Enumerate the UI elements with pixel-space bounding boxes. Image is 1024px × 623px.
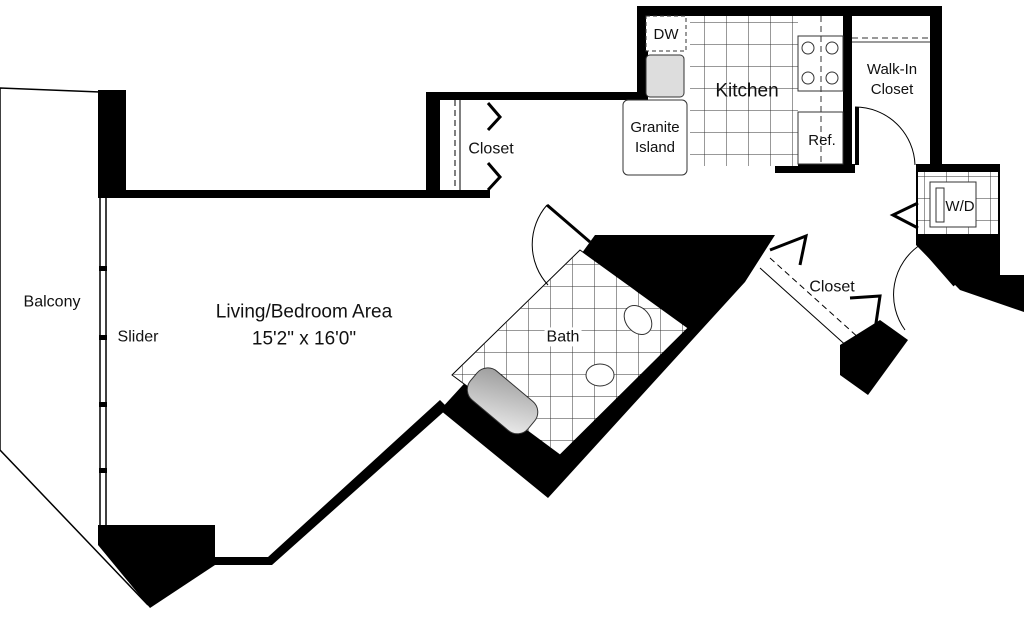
bath-label: Bath — [544, 327, 582, 347]
living-area-dimensions: 15'2" x 16'0" — [251, 328, 357, 350]
sink-icon — [585, 363, 615, 387]
bath-floor — [451, 249, 689, 456]
washer-dryer-label: W/D — [945, 198, 975, 215]
bathtub-icon — [466, 367, 539, 435]
island-label-line1: Granite — [630, 119, 680, 136]
balcony-outline — [0, 87, 149, 606]
kitchen-label: Kitchen — [715, 80, 779, 102]
doors — [454, 100, 957, 359]
granite-island — [622, 99, 688, 176]
island-label-line2: Island — [634, 139, 676, 156]
balcony-label: Balcony — [23, 293, 81, 311]
washer-dryer — [918, 172, 998, 234]
dishwasher-label: DW — [653, 26, 679, 43]
closet-right-label: Closet — [809, 278, 855, 296]
walkin-closet-label-line2: Closet — [870, 81, 914, 98]
kitchen-floor — [622, 15, 930, 176]
toilet-icon — [623, 305, 653, 335]
refrigerator-label: Ref. — [808, 132, 836, 149]
slider-label: Slider — [117, 328, 159, 346]
kitchen-sink-icon — [645, 54, 685, 98]
walkin-closet-label-line1: Walk-In — [866, 61, 918, 78]
dishwasher — [645, 15, 687, 52]
slider-mullions — [99, 266, 107, 473]
closet-upper-label: Closet — [468, 140, 514, 158]
living-area-label: Living/Bedroom Area — [215, 301, 393, 323]
